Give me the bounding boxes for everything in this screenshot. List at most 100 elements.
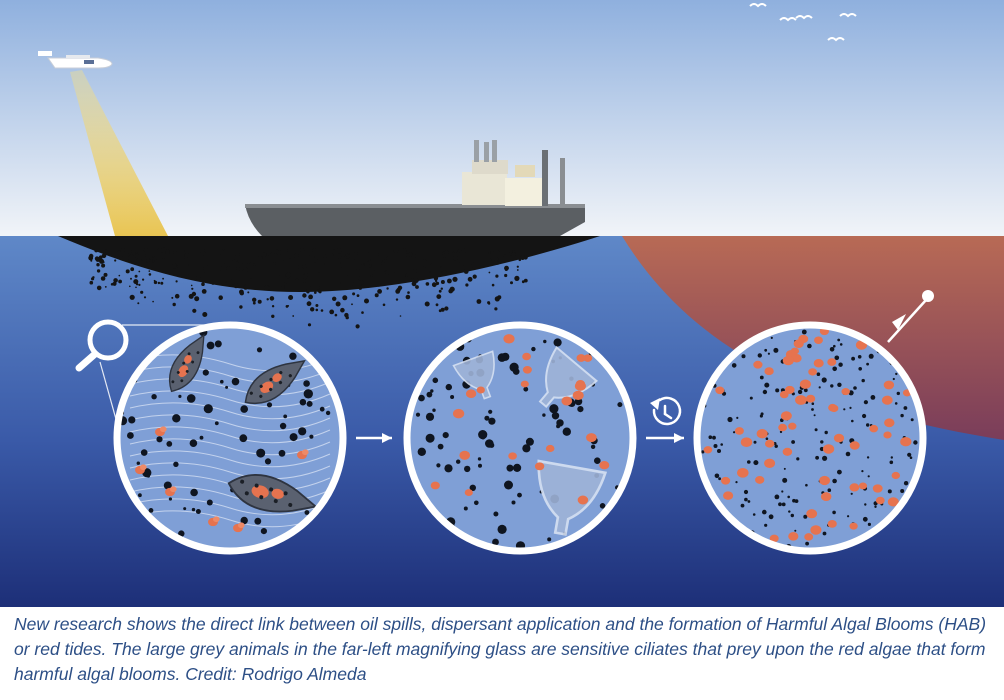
- oil-droplet: [594, 457, 601, 465]
- oil-droplet: [441, 270, 447, 276]
- oil-droplet: [91, 277, 95, 281]
- oil-droplet: [444, 306, 449, 311]
- oil-droplet: [239, 291, 244, 296]
- oil-droplet: [287, 278, 290, 281]
- oil-droplet: [819, 446, 825, 452]
- oil-droplet: [135, 251, 138, 254]
- oil-droplet: [188, 293, 194, 299]
- oil-droplet: [365, 252, 369, 256]
- oil-droplet: [435, 303, 439, 307]
- algae-cell: [764, 367, 774, 376]
- oil-droplet: [411, 281, 417, 287]
- oil-droplet: [850, 492, 853, 495]
- oil-droplet: [103, 261, 105, 263]
- oil-droplet: [434, 279, 438, 283]
- airplane-icon: [38, 51, 113, 69]
- oil-droplet: [312, 248, 317, 253]
- oil-droplet: [226, 248, 231, 253]
- oil-droplet: [374, 293, 379, 298]
- oil-droplet: [271, 314, 275, 318]
- oil-droplet: [270, 251, 272, 254]
- oil-droplet: [308, 284, 311, 287]
- oil-droplet: [325, 410, 331, 416]
- oil-droplet: [832, 510, 836, 515]
- oil-droplet: [411, 277, 414, 280]
- ciliate: [227, 474, 318, 513]
- oil-droplet: [225, 385, 229, 389]
- oil-droplet: [183, 250, 186, 252]
- oil-droplet: [94, 248, 98, 253]
- oil-droplet: [402, 248, 407, 253]
- oil-droplet: [811, 402, 815, 406]
- oil-droplet: [542, 413, 546, 417]
- oil-droplet: [759, 375, 764, 380]
- oil-droplet: [356, 294, 360, 297]
- oil-droplet: [378, 251, 381, 255]
- oil-droplet: [252, 301, 256, 305]
- oil-droplet: [484, 415, 490, 421]
- oil-droplet: [887, 489, 892, 494]
- oil-droplet: [199, 252, 204, 257]
- oil-droplet: [731, 363, 737, 368]
- oil-droplet: [377, 289, 382, 294]
- oil-droplet: [184, 274, 190, 279]
- oil-droplet: [512, 368, 520, 375]
- oil-droplet: [435, 281, 440, 286]
- oil-droplet: [502, 256, 506, 259]
- algae-cell: [165, 486, 177, 497]
- oil-droplet: [290, 257, 294, 261]
- oil-droplet: [494, 296, 500, 302]
- oil-droplet: [430, 389, 434, 393]
- oil-droplet: [807, 343, 812, 349]
- oil-droplet: [253, 263, 256, 266]
- oil-droplet: [105, 248, 111, 254]
- oil-droplet: [236, 266, 241, 271]
- oil-droplet: [425, 412, 435, 421]
- oil-droplet: [238, 253, 241, 256]
- oil-droplet: [194, 296, 200, 302]
- oil-droplet: [148, 273, 152, 276]
- oil-droplet: [741, 354, 746, 359]
- oil-droplet: [797, 389, 803, 395]
- algae-cell: [875, 496, 885, 505]
- oil-droplet: [89, 280, 94, 285]
- oil-droplet: [843, 408, 846, 411]
- oil-droplet: [302, 293, 307, 298]
- algae-cell: [574, 381, 586, 391]
- oil-droplet: [847, 515, 850, 518]
- oil-droplet: [523, 386, 529, 392]
- oil-droplet: [913, 440, 918, 445]
- algae-cell: [520, 380, 529, 388]
- oil-droplet: [119, 256, 123, 260]
- oil-droplet: [140, 449, 148, 456]
- oil-droplet: [156, 436, 163, 443]
- oil-droplet: [414, 253, 420, 259]
- oil-droplet: [315, 304, 319, 307]
- oil-droplet: [463, 506, 468, 511]
- oil-droplet: [148, 270, 151, 272]
- oil-droplet: [830, 384, 834, 388]
- oil-droplet: [488, 409, 493, 414]
- oil-droplet: [764, 382, 770, 388]
- oil-droplet: [160, 281, 164, 285]
- oil-droplet: [171, 263, 177, 269]
- oil-droplet: [493, 511, 499, 517]
- oil-droplet: [237, 285, 240, 288]
- oil-droplet: [169, 250, 172, 253]
- oil-droplet: [183, 507, 187, 511]
- oil-droplet: [837, 338, 841, 342]
- oil-droplet: [130, 259, 134, 262]
- oil-droplet: [491, 283, 495, 287]
- oil-droplet: [822, 455, 828, 461]
- ciliate-shell: [538, 345, 599, 409]
- oil-droplet: [358, 276, 364, 281]
- oil-droplet: [405, 294, 411, 300]
- oil-droplet: [708, 435, 713, 440]
- oil-droplet: [783, 467, 786, 470]
- oil-droplet: [405, 274, 409, 277]
- oil-droplet: [303, 389, 313, 399]
- algae-cell: [715, 386, 725, 395]
- oil-droplet: [481, 436, 485, 440]
- oil-droplet: [231, 259, 237, 265]
- oil-droplet: [173, 461, 179, 467]
